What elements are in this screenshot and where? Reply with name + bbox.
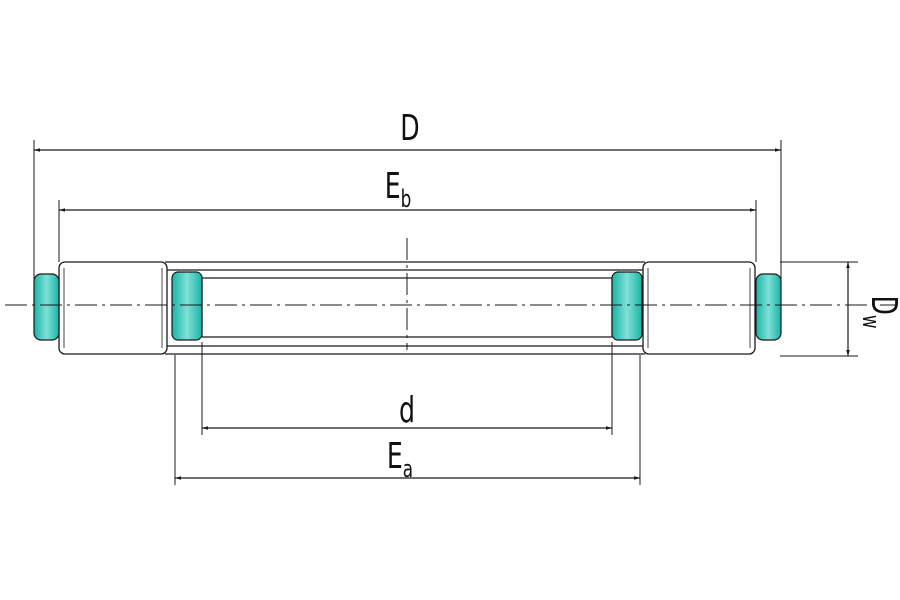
label-Dw: Dw	[857, 295, 900, 328]
dimension-lines	[34, 148, 850, 480]
seals	[33, 271, 782, 341]
label-d: d	[399, 390, 415, 432]
seal-inner-right	[611, 271, 643, 341]
seal-outer-left	[33, 273, 60, 341]
seal-inner-left	[171, 271, 203, 341]
roller-left	[58, 261, 168, 355]
label-Eb: Eb	[385, 166, 412, 213]
cage-body	[165, 261, 645, 355]
roller-right	[642, 261, 756, 355]
label-Ea: Ea	[387, 436, 413, 483]
label-D: D	[400, 108, 419, 150]
seal-outer-right	[755, 273, 782, 341]
